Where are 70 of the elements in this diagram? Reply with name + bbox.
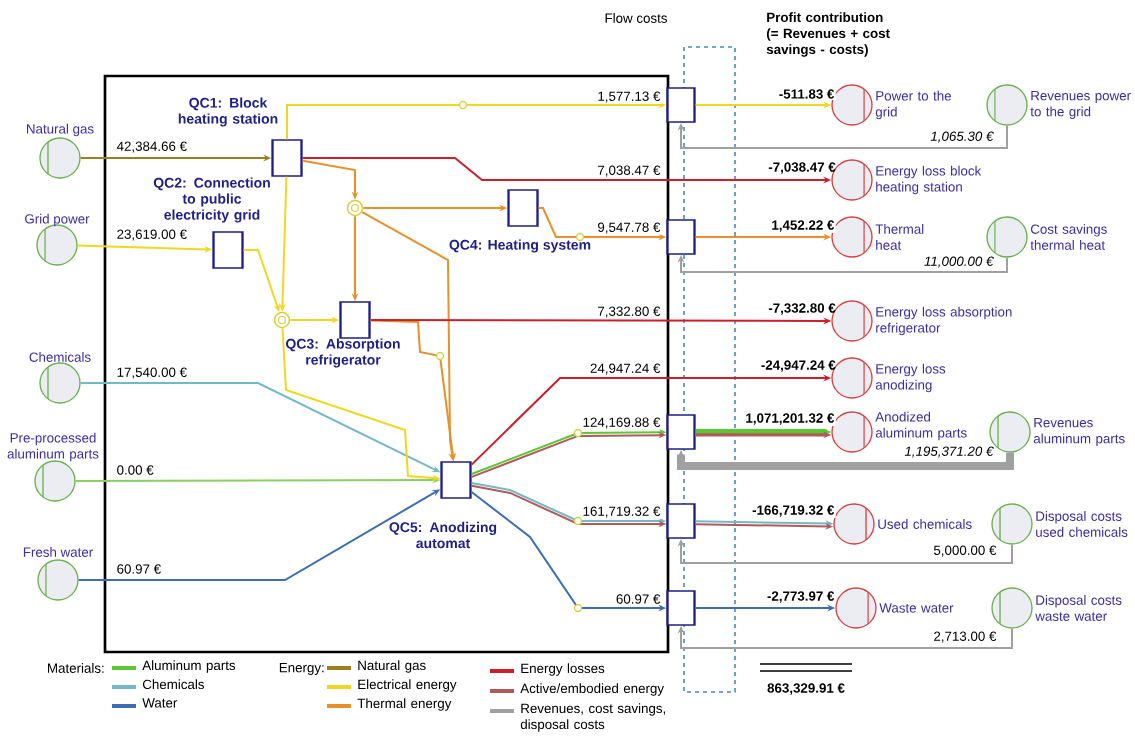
node-label: Cost savings thermal heat xyxy=(1030,224,1107,250)
text-label: 863,329.91 € xyxy=(767,683,845,695)
edge-label: 42,384.66 € xyxy=(115,140,189,154)
legend-label: Active/embodied energy xyxy=(520,683,664,696)
text-label: -24,947.24 € xyxy=(761,360,836,372)
text-label: Energy: xyxy=(279,663,324,675)
junction-circle xyxy=(346,199,364,217)
process-label: QC4: Heating system xyxy=(449,239,591,253)
edge-label: 24,947.24 € xyxy=(588,362,662,376)
node-label: Disposal costs waste water xyxy=(1035,595,1122,621)
legend-label: Natural gas xyxy=(358,660,426,673)
legend-label: Revenues, cost savings, disposal costs xyxy=(520,703,666,732)
edge-label: 60.97 € xyxy=(614,592,662,606)
node-label: Fresh water xyxy=(23,547,93,557)
node-label: Anodized aluminum parts xyxy=(875,411,967,441)
process-label: QC2: Connection to public electricity grid xyxy=(153,177,270,223)
flow-cost-box xyxy=(666,219,696,255)
text-label: Materials: xyxy=(48,663,104,673)
edge-label: 1,577.13 € xyxy=(596,90,662,104)
edge-label: 5,000.00 € xyxy=(932,544,998,558)
legend-label: Chemicals xyxy=(142,679,204,690)
edge-label: -166,719.32 € xyxy=(750,504,836,519)
node-label: Energy loss anodizing xyxy=(875,363,946,393)
node-label: Energy loss absorption refrigerator xyxy=(876,306,1012,336)
node-label: Thermal heat xyxy=(875,224,924,250)
node-label: Chemicals xyxy=(29,352,91,362)
flow-cost-box xyxy=(666,414,696,450)
edge-label: 1,452.22 € xyxy=(770,219,836,234)
node-label: Natural gas xyxy=(27,123,94,137)
node-label: Waste water xyxy=(879,603,954,613)
flow-cost-box xyxy=(666,87,696,123)
edge-label: 60.97 € xyxy=(115,562,163,576)
edge-label: 161,719.32 € xyxy=(581,505,662,519)
edge-label: -2,773.97 € xyxy=(765,590,836,605)
edge-label: 7,038.47 € xyxy=(596,164,662,178)
node-label: Power to the grid xyxy=(875,90,951,120)
process-label: QC5: Anodizing automat xyxy=(389,521,497,549)
node-label: Disposal costs used chemicals xyxy=(1036,511,1128,537)
edge-label: 7,332.80 € xyxy=(596,305,662,319)
text-label: -7,038.47 € xyxy=(768,162,836,174)
legend-label: Electrical energy xyxy=(358,679,457,692)
edge-label: 17,540.00 € xyxy=(115,366,189,380)
edge-label: 2,713.00 € xyxy=(932,630,998,644)
node-label: Revenues power to the grid xyxy=(1030,91,1131,119)
edge-label: 1,071,201.32 € xyxy=(744,412,836,427)
process-label: QC1: Block heating station xyxy=(178,97,278,127)
legend-label: Thermal energy xyxy=(357,698,452,711)
legend-label: Water xyxy=(142,698,178,708)
text-label: Flow costs xyxy=(605,13,667,23)
edge-label: 1,195,371.20 € xyxy=(903,445,995,459)
legend-label: Energy losses xyxy=(521,663,605,676)
edge-label: -511.83 € xyxy=(777,87,836,101)
edge-label: 124,169.88 € xyxy=(581,416,662,430)
flow-cost-box xyxy=(666,590,696,626)
process-label: QC3: Absorption refrigerator xyxy=(286,338,400,368)
node-label: Revenues aluminum parts xyxy=(1033,418,1125,446)
junction-circle xyxy=(273,311,291,329)
text-label: -7,332.80 € xyxy=(768,303,836,315)
text-label: Profit contribution (= Revenues + cost savings - costs) xyxy=(766,12,890,57)
edge-label: 23,619.00 € xyxy=(115,228,189,242)
node-label: Used chemicals xyxy=(878,519,972,529)
edge-label: 9,547.78 € xyxy=(596,221,662,235)
node-label: Pre-processed aluminum parts xyxy=(7,432,99,462)
edge-label: 1,065.30 € xyxy=(929,130,995,144)
edge-label: 11,000.00 € xyxy=(922,255,995,269)
edge-label: 0.00 € xyxy=(115,463,155,477)
node-label: Energy loss block heating station xyxy=(876,165,982,195)
node-label: Grid power xyxy=(25,213,90,227)
flow-cost-box xyxy=(666,503,696,539)
legend-label: Aluminum parts xyxy=(142,660,236,673)
